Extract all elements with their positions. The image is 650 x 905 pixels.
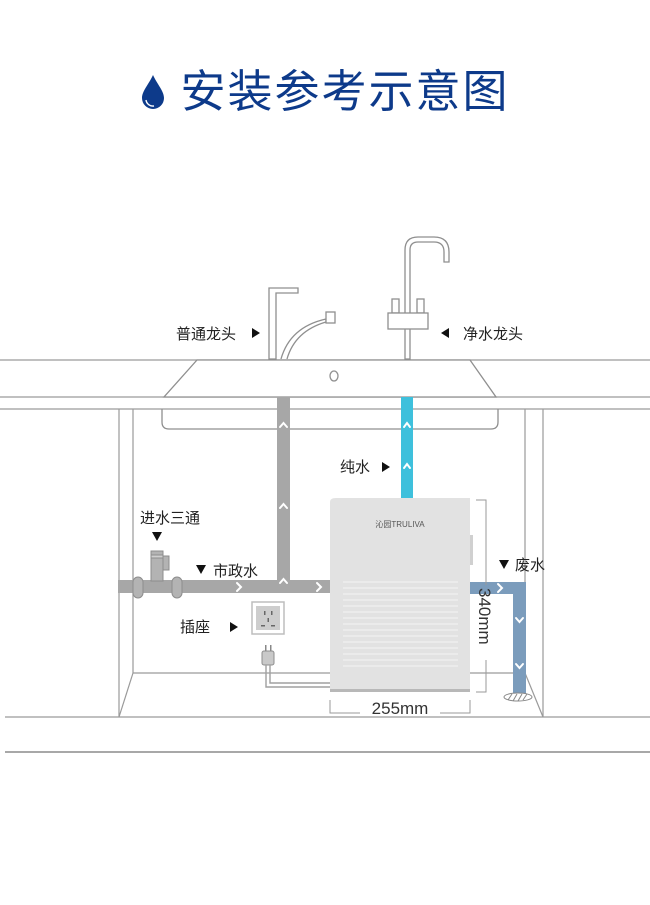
page-header: 安装参考示意图: [0, 62, 650, 122]
arrow-down-icon: [499, 560, 509, 569]
power-plug: [261, 645, 332, 688]
arrow-right-icon: [230, 622, 238, 632]
label-socket: 插座: [180, 618, 210, 636]
arrow-down-icon: [152, 532, 162, 541]
label-regular-faucet: 普通龙头: [176, 325, 236, 343]
flow-down-icon: [515, 663, 524, 670]
flow-right-icon: [316, 582, 323, 592]
arrow-left-icon: [441, 328, 449, 338]
width-dimension: 255mm: [372, 699, 429, 718]
sink-basin: [161, 359, 499, 430]
height-dimension: 340mm: [475, 588, 494, 645]
arrow-right-icon: [252, 328, 260, 338]
flow-up-icon: [279, 502, 288, 509]
flow-arrows: [236, 421, 524, 670]
label-pure-faucet: 净水龙头: [463, 325, 523, 343]
brand-logo: 沁园TRULIVA: [375, 519, 425, 529]
pure-water-faucet: [387, 236, 450, 360]
label-inlet-tee: 进水三通: [140, 509, 200, 527]
regular-faucet: [268, 287, 336, 360]
label-pure-water: 纯水: [340, 458, 370, 476]
flow-up-icon: [403, 421, 411, 428]
tap-water-pipe: [118, 397, 330, 593]
flow-up-icon: [403, 462, 411, 469]
height-dimension-line: [476, 499, 487, 693]
flow-right-icon: [497, 583, 504, 593]
arrow-down-icon: [196, 565, 206, 574]
cabinet: [5, 409, 650, 718]
flow-right-icon: [236, 582, 243, 592]
inlet-tee-valve: [132, 550, 183, 599]
flow-down-icon: [515, 617, 524, 624]
water-purifier: 沁园TRULIVA: [330, 498, 473, 692]
pure-water-pipe: [401, 397, 413, 500]
flow-up-icon: [279, 421, 288, 428]
flow-up-icon: [279, 577, 288, 584]
floor-drain: [503, 692, 533, 702]
label-waste-water: 废水: [515, 556, 545, 574]
water-drop-icon: [142, 75, 165, 109]
page-title: 安装参考示意图: [180, 65, 510, 118]
width-dimension-line: [329, 700, 471, 714]
power-socket: [251, 601, 285, 635]
waste-water-pipe: [470, 582, 526, 696]
arrow-right-icon: [382, 462, 390, 472]
label-tap-water: 市政水: [213, 562, 258, 580]
